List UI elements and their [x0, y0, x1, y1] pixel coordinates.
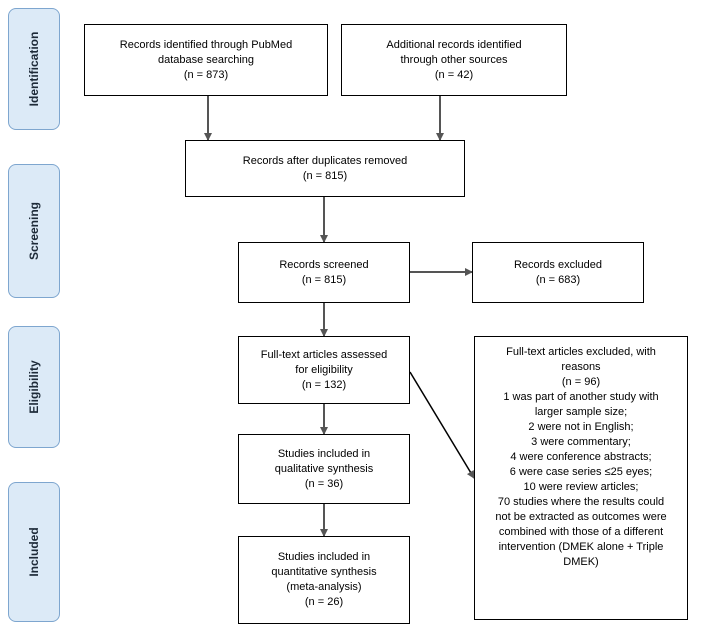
box-records-excluded: Records excluded (n = 683) — [472, 242, 644, 303]
arrow-fulltext-to-fulltext-excluded — [409, 371, 475, 479]
phase-screening: Screening — [8, 164, 60, 298]
box-line: (n = 815) — [302, 169, 348, 182]
box-line: 6 were case series ≤25 eyes; — [509, 466, 653, 478]
box-line: for eligibility — [295, 363, 353, 376]
phase-eligibility-label: Eligibility — [27, 360, 41, 414]
box-line: not be extracted as outcomes were — [495, 511, 667, 523]
box-line: 70 studies where the results could — [497, 496, 665, 508]
box-line: larger sample size; — [534, 406, 628, 418]
box-line: through other sources — [400, 53, 508, 66]
box-line: reasons — [561, 361, 601, 373]
box-line: Studies included in — [277, 551, 371, 563]
box-line: Additional records identified — [386, 38, 522, 51]
box-line: Studies included in — [277, 447, 371, 460]
phase-screening-label: Screening — [27, 201, 41, 261]
box-line: 3 were commentary; — [531, 436, 631, 448]
box-line: Records excluded — [513, 258, 603, 271]
box-line: qualitative synthesis — [274, 462, 374, 475]
box-line: (n = 132) — [301, 378, 347, 391]
box-line: Records screened — [279, 258, 369, 271]
box-fulltext-assessed: Full-text articles assessed for eligibil… — [238, 336, 410, 404]
box-line: (n = 36) — [304, 477, 344, 490]
box-line: 2 were not in English; — [528, 421, 634, 433]
box-line: 1 was part of another study with — [503, 391, 659, 403]
phase-included-label: Included — [27, 527, 41, 577]
box-line: (n = 42) — [434, 68, 474, 81]
box-qualitative-synthesis: Studies included in qualitative synthesi… — [238, 434, 410, 504]
box-pubmed-records: Records identified through PubMed databa… — [84, 24, 328, 96]
box-line: (n = 96) — [561, 376, 601, 388]
phase-identification: Identification — [8, 8, 60, 130]
box-line: (n = 815) — [301, 273, 347, 286]
box-records-screened: Records screened (n = 815) — [238, 242, 410, 303]
box-after-duplicates: Records after duplicates removed (n = 81… — [185, 140, 465, 197]
box-fulltext-excluded: Full-text articles excluded, with reason… — [474, 336, 688, 620]
box-line: Records after duplicates removed — [242, 154, 408, 167]
box-line: (n = 26) — [304, 596, 344, 608]
phase-identification-label: Identification — [27, 31, 41, 107]
box-line: 4 were conference abstracts; — [510, 451, 652, 463]
box-line: combined with those of a different — [498, 526, 664, 538]
box-line: Full-text articles assessed — [260, 348, 388, 361]
box-line: intervention (DMEK alone + Triple — [498, 541, 664, 553]
box-line: database searching — [157, 53, 254, 66]
box-other-records: Additional records identified through ot… — [341, 24, 567, 96]
box-line: 10 were review articles; — [523, 481, 639, 493]
box-quantitative-synthesis: Studies included in quantitative synthes… — [238, 536, 410, 624]
box-line: (n = 683) — [535, 273, 581, 286]
box-line: (meta-analysis) — [286, 581, 362, 593]
box-line: Records identified through PubMed — [119, 38, 293, 51]
box-line: (n = 873) — [183, 68, 229, 81]
phase-eligibility: Eligibility — [8, 326, 60, 448]
box-line: DMEK) — [563, 556, 599, 568]
box-line: Full-text articles excluded, with — [506, 346, 656, 358]
box-line: quantitative synthesis — [271, 566, 377, 578]
phase-included: Included — [8, 482, 60, 622]
